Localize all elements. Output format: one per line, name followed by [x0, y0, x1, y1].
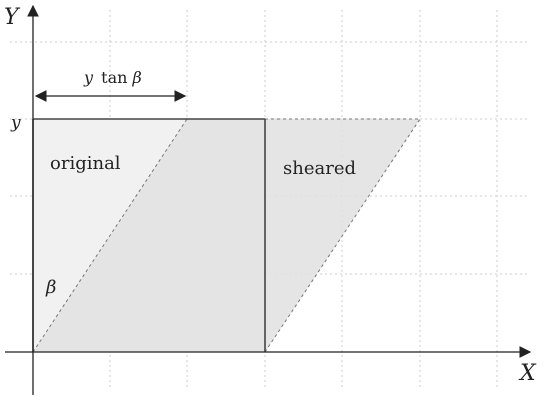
shear-offset-y: y [83, 68, 94, 87]
shear-offset-label: y tan β [83, 68, 142, 87]
x-axis-label: X [518, 361, 537, 386]
shear-offset-beta: β [132, 68, 142, 87]
sheared-parallelogram [33, 119, 420, 352]
sheared-left-edge [32, 118, 188, 353]
sheared-outline [32, 118, 421, 353]
y-marker-label: y [10, 113, 21, 133]
shear-offset-tan: tan [101, 68, 132, 87]
sheared-label: sheared [283, 158, 356, 179]
sheared-right-edge [264, 118, 421, 353]
y-axis-label: Y [4, 5, 21, 30]
axes [5, 4, 532, 395]
beta-angle-label: β [45, 277, 56, 298]
original-label: original [50, 153, 121, 174]
